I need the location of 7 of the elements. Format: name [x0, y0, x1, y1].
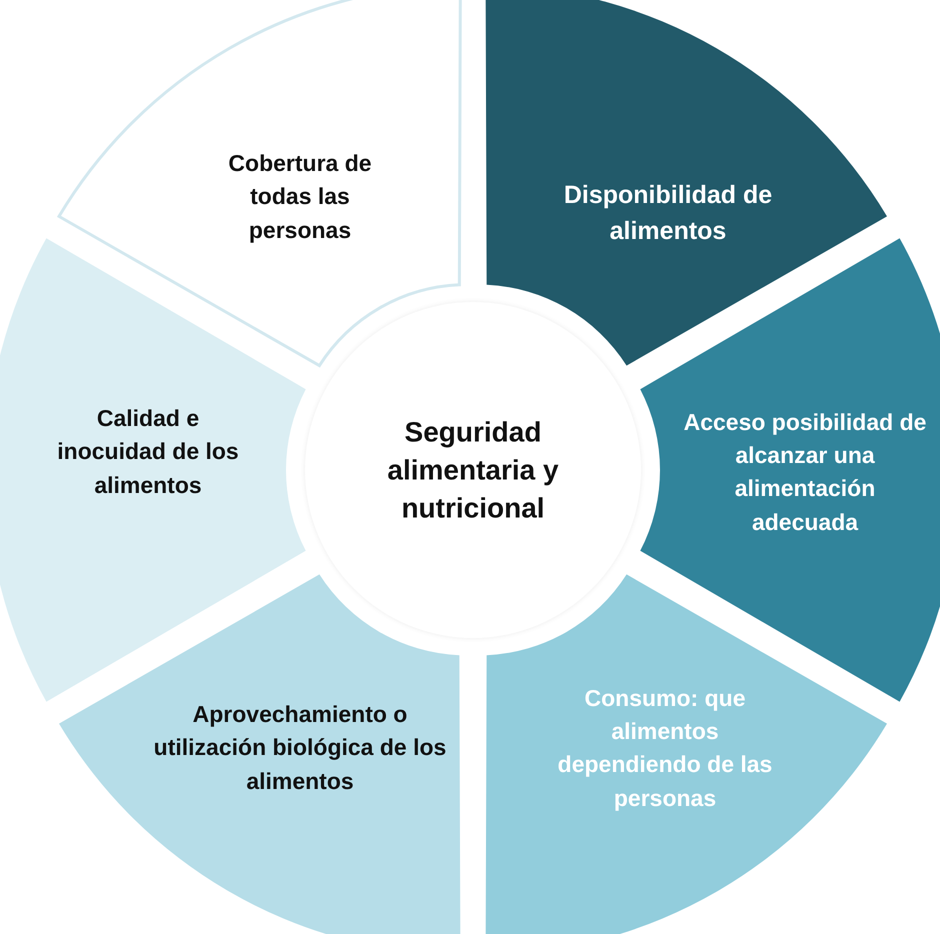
segment-label: Calidad e inocuidad de los alimentos — [56, 404, 240, 500]
center-title: Seguridad alimentaria y nutricional — [386, 415, 560, 525]
segment-label: Consumo: que alimentos dependiendo de las personas — [558, 684, 772, 813]
segment-label: Acceso posibilidad de alcanzar una alimentación adecuada — [682, 408, 928, 537]
segment-label: Aprovechamiento o utilización biológica de los alimentos — [152, 700, 448, 796]
segment-label: Disponibilidad de alimentos — [562, 180, 774, 247]
segment-label: Cobertura de todas las personas — [227, 149, 373, 245]
